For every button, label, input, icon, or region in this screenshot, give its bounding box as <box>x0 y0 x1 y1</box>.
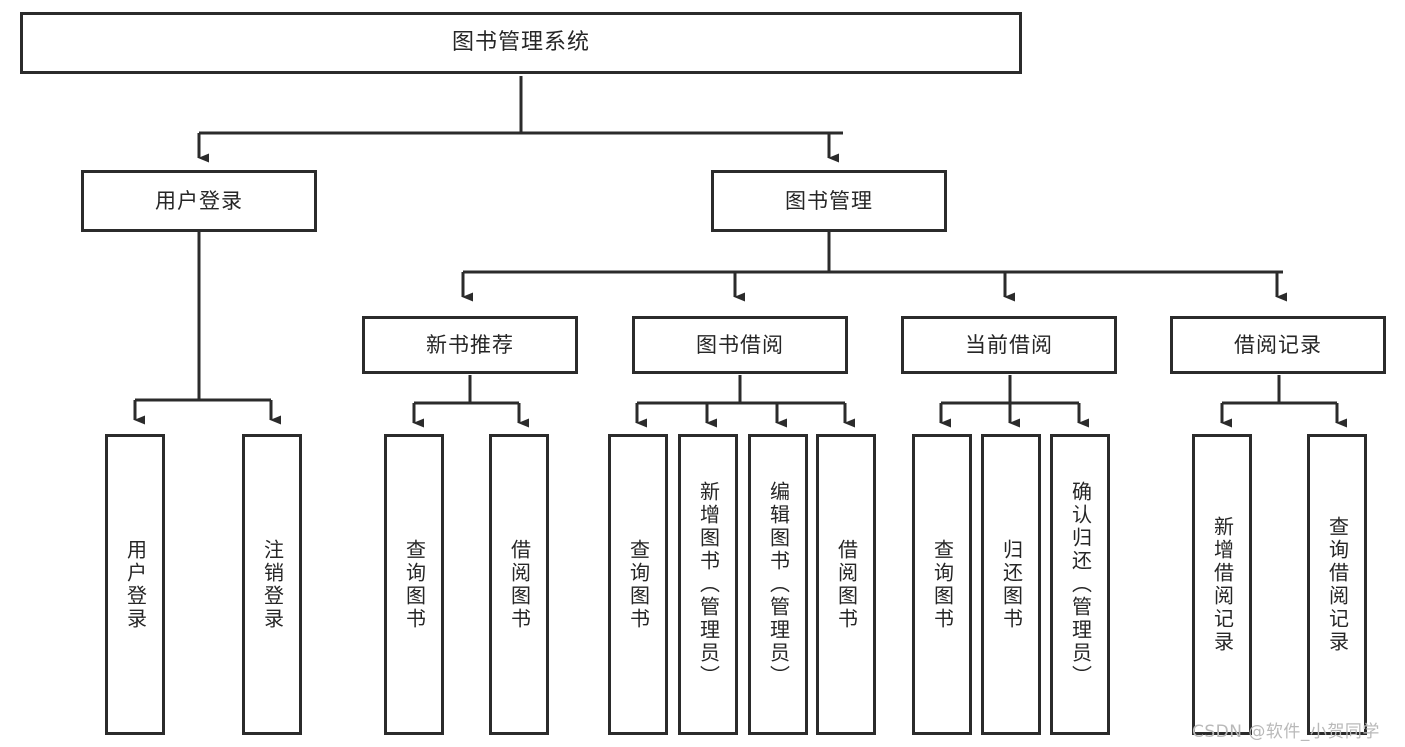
csdn-watermark: CSDN @软件_小贺同学 <box>1192 722 1380 742</box>
leaf-edit-book-admin[interactable]: 编辑图书（管理员） <box>748 434 808 735</box>
node-label: 借阅记录 <box>1234 332 1322 357</box>
edges-new-book-to-leaves <box>412 375 529 428</box>
node-label: 借阅图书 <box>507 538 532 631</box>
leaf-logout[interactable]: 注销登录 <box>242 434 302 735</box>
node-root-book-management-system[interactable]: 图书管理系统 <box>20 12 1022 74</box>
node-label: 用户登录 <box>155 188 243 213</box>
node-label: 借阅图书 <box>834 538 859 631</box>
leaf-add-book-admin[interactable]: 新增图书（管理员） <box>678 434 738 735</box>
leaf-user-login[interactable]: 用户登录 <box>105 434 165 735</box>
node-label: 查询图书 <box>626 538 651 631</box>
edges-records-to-leaves <box>1220 375 1347 428</box>
edges-user-login-to-leaves <box>133 232 281 425</box>
node-label: 用户登录 <box>123 538 148 631</box>
node-label: 编辑图书（管理员） <box>766 481 791 688</box>
edges-book-mgmt-to-level3 <box>461 232 1287 302</box>
leaf-add-borrowing-record[interactable]: 新增借阅记录 <box>1192 434 1252 735</box>
node-label: 归还图书 <box>999 538 1024 631</box>
node-borrowing-records[interactable]: 借阅记录 <box>1170 316 1386 374</box>
node-label: 确认归还（管理员） <box>1068 481 1093 688</box>
leaf-query-borrowing-record[interactable]: 查询借阅记录 <box>1307 434 1367 735</box>
node-label: 图书借阅 <box>696 332 784 357</box>
node-label: 当前借阅 <box>965 332 1053 357</box>
node-label: 注销登录 <box>260 538 285 631</box>
node-book-management[interactable]: 图书管理 <box>711 170 947 232</box>
node-label: 图书管理系统 <box>451 30 590 56</box>
leaf-borrow-books[interactable]: 借阅图书 <box>816 434 876 735</box>
leaf-query-books-current[interactable]: 查询图书 <box>912 434 972 735</box>
node-label: 图书管理 <box>785 188 873 213</box>
node-new-book-recommendation[interactable]: 新书推荐 <box>362 316 578 374</box>
node-book-borrowing[interactable]: 图书借阅 <box>632 316 848 374</box>
node-label: 新书推荐 <box>426 332 514 357</box>
edges-borrow-to-leaves <box>635 375 855 428</box>
node-current-borrowing[interactable]: 当前借阅 <box>901 316 1117 374</box>
leaf-return-books[interactable]: 归还图书 <box>981 434 1041 735</box>
node-label: 查询借阅记录 <box>1325 515 1350 654</box>
node-label: 新增图书（管理员） <box>696 481 721 688</box>
node-user-login[interactable]: 用户登录 <box>81 170 317 232</box>
leaf-query-books-recommendation[interactable]: 查询图书 <box>384 434 444 735</box>
node-label: 查询图书 <box>402 538 427 631</box>
edges-current-borrow-to-leaves <box>939 375 1089 428</box>
node-label: 查询图书 <box>930 538 955 631</box>
node-label: 新增借阅记录 <box>1210 515 1235 654</box>
leaf-confirm-return-admin[interactable]: 确认归还（管理员） <box>1050 434 1110 735</box>
edges-root-to-level2 <box>197 76 843 163</box>
leaf-query-books-borrowing[interactable]: 查询图书 <box>608 434 668 735</box>
leaf-borrow-books-recommendation[interactable]: 借阅图书 <box>489 434 549 735</box>
